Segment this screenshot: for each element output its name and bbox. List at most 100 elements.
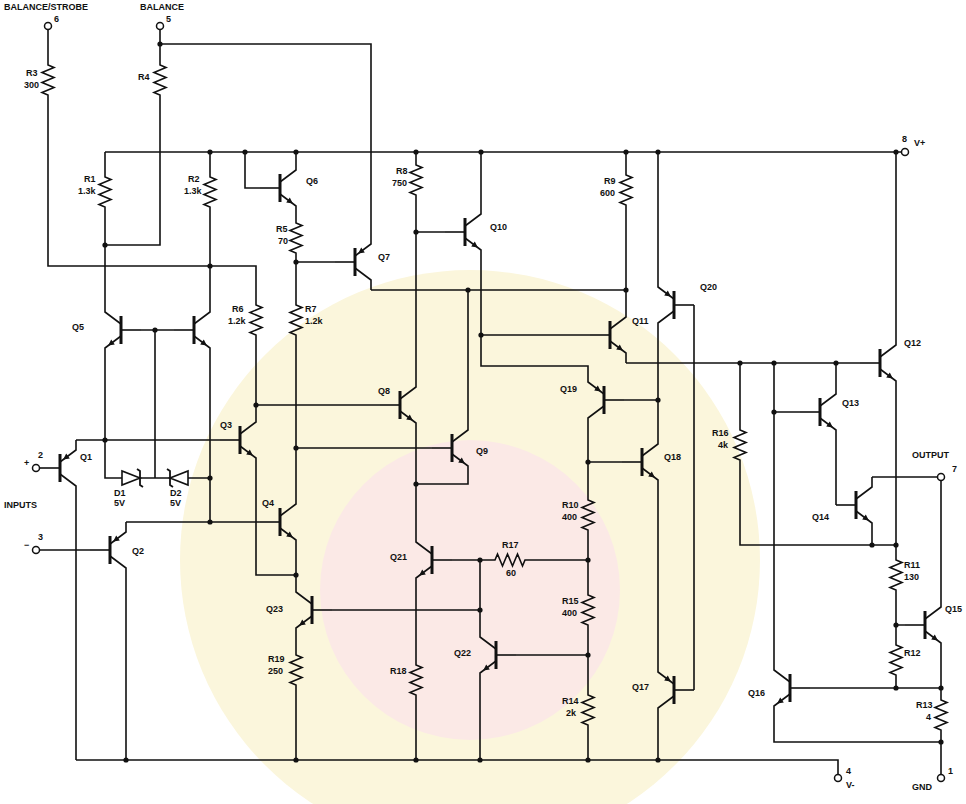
resistor-symbol <box>99 172 111 212</box>
part-name: R15 <box>562 596 579 606</box>
transistor-symbol <box>380 377 416 433</box>
zener-bar <box>167 469 173 487</box>
resistor-symbol <box>582 495 594 535</box>
resistor-value: 1.3k <box>184 186 202 196</box>
resistor-symbol <box>42 60 54 100</box>
part-name: Q17 <box>632 682 649 692</box>
part-name: Q23 <box>266 604 283 614</box>
part-name: R3 <box>26 68 38 78</box>
part-name: Q13 <box>842 398 859 408</box>
resistor-value: 4 <box>926 712 931 722</box>
pin-number: 6 <box>54 14 59 24</box>
resistor-symbol <box>490 554 530 566</box>
part-name: R2 <box>188 174 200 184</box>
part-name: Q15 <box>945 604 962 614</box>
resistor-symbol <box>582 690 594 730</box>
zener-bar <box>137 469 143 487</box>
part-name: D2 <box>170 488 182 498</box>
pin-name: INPUTS <box>4 500 37 510</box>
part-name: Q7 <box>378 252 390 262</box>
resistor-symbol <box>410 160 422 200</box>
part-name: R19 <box>268 654 285 664</box>
part-name: Q21 <box>390 552 407 562</box>
part-name: Q4 <box>262 498 274 508</box>
transistor-symbol <box>416 532 452 588</box>
pin-name: V- <box>846 780 855 790</box>
transistor-symbol <box>220 412 256 468</box>
pin-number: 1 <box>948 766 953 776</box>
resistor-symbol <box>935 695 947 735</box>
part-name: R17 <box>502 540 519 550</box>
watermark-ring <box>180 270 760 804</box>
part-name: R12 <box>904 648 921 658</box>
pin-name: − <box>24 540 29 550</box>
resistor-value: 1.3k <box>78 186 96 196</box>
transistor-symbol <box>296 582 332 638</box>
transistor-symbol <box>260 160 296 216</box>
part-name: R13 <box>916 700 933 710</box>
transistor-symbol <box>40 440 76 496</box>
resistor-symbol <box>204 172 216 212</box>
transistor-symbol <box>480 627 516 683</box>
resistor-symbol <box>620 170 632 210</box>
diode-value: 5V <box>170 498 181 508</box>
part-name: Q1 <box>80 452 92 462</box>
resistor-value: 1.2k <box>228 316 246 326</box>
resistor-value: 130 <box>904 572 919 582</box>
part-name: R11 <box>904 560 920 570</box>
wire <box>40 30 942 775</box>
resistor-symbol <box>890 640 902 680</box>
part-name: Q19 <box>560 384 577 394</box>
resistor-symbol <box>410 660 422 700</box>
resistor-value: 600 <box>600 188 615 198</box>
part-name: R1 <box>84 174 96 184</box>
part-name: R16 <box>712 428 729 438</box>
pin-number: 4 <box>846 766 851 776</box>
resistor-symbol <box>250 300 262 340</box>
part-name: R10 <box>562 500 579 510</box>
resistor-value: 1.2k <box>305 316 323 326</box>
part-name: Q8 <box>378 386 390 396</box>
resistor-value: 70 <box>278 236 288 246</box>
resistor-value: 4k <box>718 440 728 450</box>
part-name: R14 <box>562 696 579 706</box>
part-name: Q2 <box>132 546 144 556</box>
pin-name: V+ <box>914 138 925 148</box>
pin-number: 5 <box>166 14 171 24</box>
part-name: Q22 <box>454 648 471 658</box>
resistor-value: 400 <box>562 512 577 522</box>
transistor-symbol <box>90 522 126 578</box>
resistor-value: 750 <box>392 178 407 188</box>
transistor-symbol <box>432 420 468 476</box>
junction-dots <box>102 41 943 762</box>
transistor-symbol <box>622 434 658 490</box>
pin-number: 3 <box>38 532 43 542</box>
resistor-value: 60 <box>506 568 516 578</box>
resistor-symbol <box>290 650 302 690</box>
resistor-symbol <box>890 555 902 595</box>
pin-name: BALANCE/STROBE <box>4 2 88 12</box>
resistor-value: 300 <box>24 80 39 90</box>
transistor-symbol <box>658 662 694 718</box>
watermark-core <box>320 440 620 740</box>
transistor-symbol <box>588 372 624 428</box>
part-name: Q3 <box>220 420 232 430</box>
pin-name: OUTPUT <box>912 450 949 460</box>
transistor-symbol <box>335 234 371 290</box>
diode-value: 5V <box>114 498 125 508</box>
resistor-value: 400 <box>562 608 577 618</box>
resistor-value: 2k <box>566 708 576 718</box>
transistor-symbol <box>445 204 481 260</box>
part-name: R18 <box>390 666 407 676</box>
part-name: R9 <box>604 176 616 186</box>
transistor-symbol <box>590 307 626 363</box>
resistor-symbol <box>290 300 302 340</box>
part-name: R5 <box>276 224 288 234</box>
part-name: Q20 <box>700 282 717 292</box>
part-name: R7 <box>305 304 317 314</box>
part-name: Q14 <box>812 512 829 522</box>
pin-name: GND <box>912 782 932 792</box>
resistor-symbol <box>154 60 166 100</box>
resistor-symbol <box>734 425 746 465</box>
